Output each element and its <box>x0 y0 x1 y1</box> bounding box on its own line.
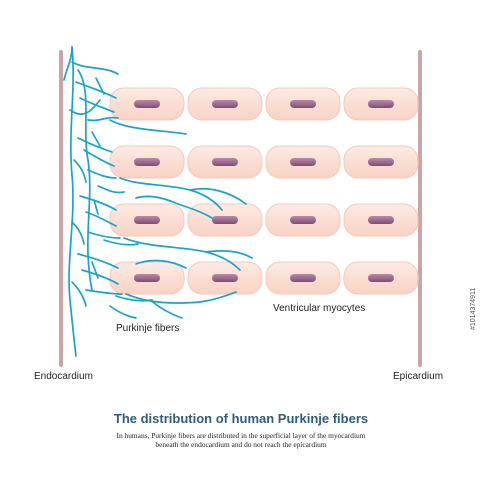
myocyte-nucleus <box>368 216 394 224</box>
diagram-caption: In humans, Purkinje fibers are distribut… <box>0 431 482 449</box>
myocyte-nucleus <box>368 100 394 108</box>
epicardium-label: Epicardium <box>393 371 444 382</box>
myocyte-nucleus <box>212 274 238 282</box>
myocyte-nucleus <box>134 216 160 224</box>
caption-line-1: In humans, Purkinje fibers are distribut… <box>116 431 366 440</box>
endocardium-wall <box>59 50 63 367</box>
myocyte-nucleus <box>212 100 238 108</box>
myocyte-nucleus <box>134 158 160 166</box>
purkinje-fiber-network <box>63 46 253 357</box>
diagram-title: The distribution of human Purkinje fiber… <box>113 411 369 426</box>
myocyte-nucleus <box>212 158 238 166</box>
ventricular-myocytes-group <box>109 87 419 295</box>
myocyte-nucleus <box>212 216 238 224</box>
purkinje-fibers-label: Purkinje fibers <box>116 323 180 334</box>
myocyte-nucleus <box>134 274 160 282</box>
myocyte-nucleus <box>134 100 160 108</box>
myocyte-nucleus <box>290 158 316 166</box>
epicardium-wall <box>418 50 422 367</box>
myocyte-nucleus <box>290 100 316 108</box>
stock-id-label: #1014374911 <box>470 287 477 330</box>
myocyte-nucleus <box>290 274 316 282</box>
endocardium-label: Endocardium <box>34 371 93 382</box>
myocyte-nucleus <box>368 274 394 282</box>
myocyte-nucleus <box>368 158 394 166</box>
caption-line-2: beneath the endocardium and do not reach… <box>155 440 327 449</box>
ventricular-myocytes-label: Ventricular myocytes <box>273 303 366 314</box>
myocyte-nucleus <box>290 216 316 224</box>
